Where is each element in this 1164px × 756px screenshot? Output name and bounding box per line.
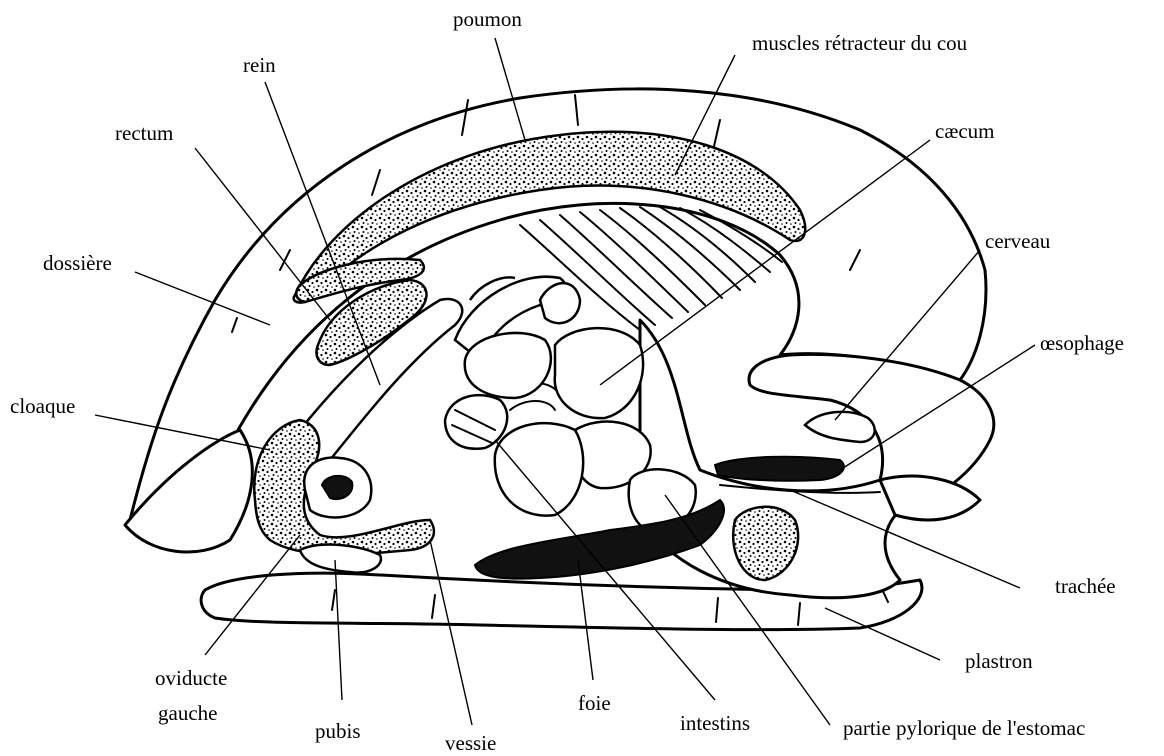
label-rectum: rectum — [115, 121, 173, 145]
label-trachee: trachée — [1055, 574, 1116, 598]
label-dossiere: dossière — [43, 251, 112, 275]
turtle-body-drawing — [125, 89, 994, 630]
label-caecum: cæcum — [935, 119, 994, 143]
caecum-shape — [555, 328, 643, 418]
label-pubis: pubis — [315, 719, 361, 743]
label-oviducte: oviducte — [155, 666, 227, 690]
label-foie: foie — [578, 691, 611, 715]
label-intestins: intestins — [680, 711, 750, 735]
label-muscles: muscles rétracteur du cou — [752, 31, 968, 55]
label-cerveau: cerveau — [985, 229, 1051, 253]
label-rein: rein — [243, 53, 276, 77]
label-vessie: vessie — [445, 731, 496, 755]
label-gauche: gauche — [158, 701, 217, 725]
label-poumon: poumon — [453, 7, 522, 31]
brain-shape — [805, 412, 875, 442]
label-oesophage: œsophage — [1040, 331, 1124, 355]
label-plastron: plastron — [965, 649, 1033, 673]
oesophagus-shape — [715, 457, 844, 481]
label-pylorique: partie pylorique de l'estomac — [843, 716, 1085, 740]
label-cloaque: cloaque — [10, 394, 75, 418]
